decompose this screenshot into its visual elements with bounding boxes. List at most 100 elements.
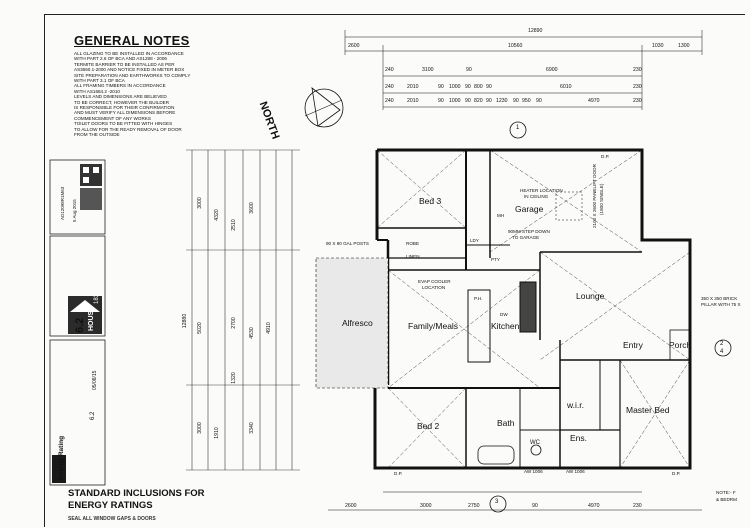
dim-r4-j: 950 [522,98,531,104]
dim-left-d: 4320 [213,209,220,221]
dim-left-i: 3600 [248,202,255,214]
linen-label: LINEN [406,254,420,259]
pillar-label-2: PILLAR WITH 75 X [701,302,741,307]
room-wc: WC [530,440,540,446]
heater-label-2: IN CEILING [524,194,549,199]
dim-r2-a: 240 [385,67,394,73]
dim-left-b: 5020 [196,322,203,334]
dim-left-e: 2510 [230,219,237,231]
dim-bot-b: 3000 [420,503,432,509]
garage-door-label: 2100 X 2600 PANELIFT DOOR [592,164,597,228]
dim-r2-d: 6900 [546,67,558,73]
note-line: SITE PREPARATION AND EARTHWORKS TO COMPL… [74,72,191,78]
room-alfresco: Alfresco [342,318,373,328]
dim-r2-b: 3100 [422,67,434,73]
dim-r4-c: 90 [438,98,444,104]
house-icon [70,300,100,312]
marker-4: 4 [720,349,724,355]
dp-label-1: D.P. [601,154,610,159]
energy-rating-frame [49,339,106,486]
dim-r2-c: 90 [466,67,472,73]
dim-top-b: 10560 [508,43,523,49]
posts-label: 90 X 90 GAL POSTS [326,241,369,246]
note-line: LEVELS AND DIMENSIONS ARE BELIEVED [74,94,167,100]
north-arrow-icon [311,87,341,127]
qr-code-icon-2 [80,188,102,210]
dim-r3-c: 90 [438,84,444,90]
energy-logo [52,455,66,483]
general-notes-list: ALL GLAZING TO BE INSTALLED IN ACCORDANC… [74,51,202,138]
dim-bot-e: 4970 [588,503,600,509]
note-line: TO BE CORRECT, HOWEVER THE BUILDER [74,99,170,105]
marker-1: 1 [516,125,520,131]
dim-left-f: 2700 [230,317,237,329]
dim-r2-e: 230 [633,67,642,73]
std-footer: SEAL ALL WINDOW GAPS & DOORS [68,516,156,522]
dim-r3-a: 240 [385,84,394,90]
dim-left-total: 12880 [182,313,189,329]
std-line-1: STANDARD INCLUSIONS FOR [68,488,205,499]
note-line: TO ALLOW FOR THE READY REMOVAL OF DOOR [74,126,182,132]
dim-r3-i: 230 [633,84,642,90]
room-bed2: Bed 2 [417,421,440,431]
note-line: TERMITE BARRIER TO BE INSTALLED AS PER [74,61,175,67]
dim-r3-e: 90 [465,84,471,90]
step-label-2: TO GARAGE [512,235,540,240]
dim-bot-d: 90 [532,503,538,509]
dim-r4-e: 90 [465,98,471,104]
dim-r4-g: 90 [486,98,492,104]
note-line: WITH AS1684.2 -2010 [74,88,120,94]
qr-frame [49,159,106,235]
marker-2: 2 [720,341,724,347]
dim-r4-l: 4970 [588,98,600,104]
dim-left-j: 4530 [248,327,255,339]
dim-bot-f: 230 [633,503,642,509]
dim-r4-h: 1230 [496,98,508,104]
note-line: AND MUST VERIFY ALL DIMENSIONS BEFORE [74,110,176,116]
room-bath: Bath [497,418,515,428]
dim-r3-g: 90 [486,84,492,90]
room-porch: Porch [669,340,692,350]
dp-label-2: D.P. [394,471,403,476]
dim-left-l: 4910 [265,322,272,334]
aw-label-1: AW 1006 [524,469,543,474]
room-lounge: Lounge [576,291,605,301]
marker-3: 3 [495,499,499,505]
dim-left-c: 3000 [196,422,203,434]
dim-bot-c: 2750 [468,503,480,509]
dim-r4-b: 2010 [407,98,419,104]
pillar-label: 350 X 350 BRICK [701,296,738,301]
general-notes-title: GENERAL NOTES [74,33,190,48]
note-line: COMMENCEMENT OF ANY WORKS [74,115,151,121]
std-line-2: ENERGY RATINGS [68,500,153,511]
dim-left-h: 1910 [213,427,220,439]
dp-label-3: D.P. [672,471,681,476]
standard-inclusions-title: STANDARD INCLUSIONS FOR ENERGY RATINGS [68,488,205,512]
dim-r3-b: 2010 [407,84,419,90]
dim-top-d: 1300 [678,43,690,49]
note-line: ALL GLAZING TO BE INSTALLED IN ACCORDANC… [74,51,184,56]
dim-left-a: 3000 [196,197,203,209]
dim-left-g: 1320 [230,372,237,384]
room-family-meals: Family/Meals [408,321,459,331]
room-master-bed: Master Bed [626,405,670,415]
evap-label: EVAP COOLER [418,279,451,284]
house-star-frame [49,235,106,337]
ph-label: P.H. [474,296,483,301]
evap-label-2: LOCATION [422,285,446,290]
note-line: TOILET DOORS TO BE FITTED WITH HINGES [74,121,173,127]
mh-label: MH [497,213,505,218]
note-right-1: NOTE:- F [716,490,736,495]
note-line: IS RESPONSIBLE FOR THEIR CONFIRMATION [74,105,175,111]
note-line: ALL FRAMING TIMBERS IN ACCORDANCE [74,83,166,89]
dim-r4-d: 1000 [449,98,461,104]
dim-r3-h: 6010 [560,84,572,90]
dim-bot-a: 2600 [345,503,357,509]
dim-top-c: 1030 [652,43,664,49]
dim-r3-f: 800 [474,84,483,90]
room-bed3: Bed 3 [419,196,442,206]
